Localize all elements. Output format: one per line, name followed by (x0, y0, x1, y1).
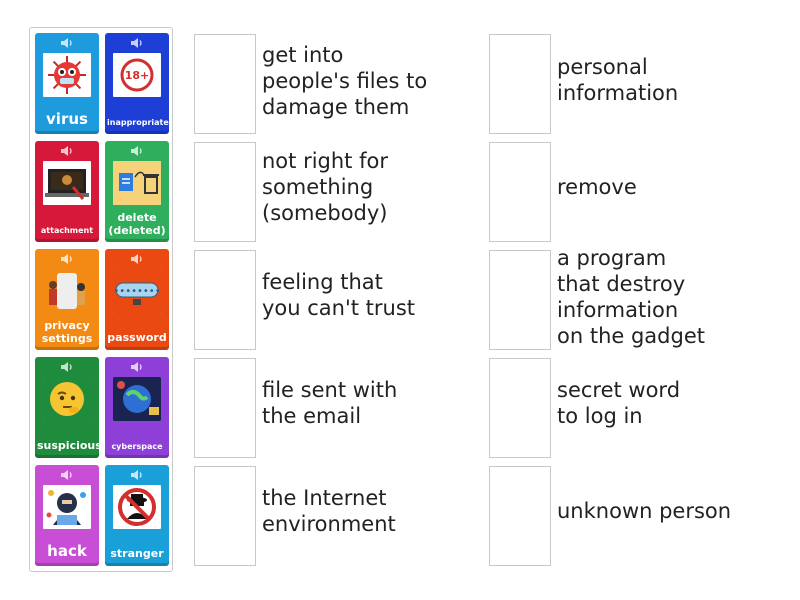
tile-cyberspace[interactable]: cyberspace (105, 357, 169, 458)
speaker-icon[interactable] (130, 145, 144, 157)
speaker-icon[interactable] (60, 37, 74, 49)
tile-label: cyberspace (111, 442, 163, 451)
speaker-icon[interactable] (130, 469, 144, 481)
speaker-icon[interactable] (130, 37, 144, 49)
tile-label: hack (47, 542, 87, 560)
tile-inappropriate[interactable]: 18+ inappropriate (105, 33, 169, 134)
drop-slot-left-5[interactable] (194, 466, 256, 566)
cyberspace-globe-icon (113, 377, 161, 421)
definition-right-3: a program that destroy information on th… (557, 246, 705, 348)
tile-privacy[interactable]: privacy settings (35, 249, 99, 350)
tile-delete[interactable]: delete (deleted) (105, 141, 169, 242)
drop-slot-right-1[interactable] (489, 34, 551, 134)
tile-label: password (107, 331, 167, 344)
virus-icon (43, 53, 91, 97)
tile-password[interactable]: •••••••• password (105, 249, 169, 350)
definition-left-3: feeling that you can't trust (262, 270, 416, 320)
definition-left-2: not right for something (somebody) (262, 149, 388, 225)
speaker-icon[interactable] (60, 253, 74, 265)
speaker-icon[interactable] (60, 469, 74, 481)
tile-virus[interactable]: virus (35, 33, 99, 134)
speaker-icon[interactable] (60, 145, 74, 157)
tile-hack[interactable]: hack (35, 465, 99, 566)
definition-right-5: unknown person (557, 499, 732, 523)
definition-left-1: get into people's files to damage them (262, 43, 428, 119)
definition-left-5: the Internet environment (262, 486, 396, 536)
drop-slot-right-3[interactable] (489, 250, 551, 350)
tile-label: suspicious (37, 439, 99, 452)
drop-slot-right-5[interactable] (489, 466, 551, 566)
attachment-laptop-icon (43, 161, 91, 205)
tile-suspicious[interactable]: suspicious (35, 357, 99, 458)
delete-file-trash-icon (113, 161, 161, 205)
tile-label: delete (deleted) (108, 211, 166, 237)
privacy-settings-icon (43, 269, 91, 313)
thinking-face-icon (43, 377, 91, 421)
speaker-icon[interactable] (130, 253, 144, 265)
speaker-icon[interactable] (130, 361, 144, 373)
drop-slot-left-1[interactable] (194, 34, 256, 134)
no-stranger-icon (113, 485, 161, 529)
definition-right-4: secret word to log in (557, 378, 681, 428)
tile-stranger[interactable]: stranger (105, 465, 169, 566)
svg-text:18+: 18+ (125, 69, 150, 82)
tile-label: attachment (40, 226, 94, 235)
definition-left-4: file sent with the email (262, 378, 398, 428)
drop-slot-left-4[interactable] (194, 358, 256, 458)
drop-slot-right-2[interactable] (489, 142, 551, 242)
tile-label: privacy settings (41, 319, 93, 345)
tile-label: stranger (110, 547, 164, 560)
drop-slot-left-3[interactable] (194, 250, 256, 350)
password-field-icon: •••••••• (113, 269, 161, 313)
tile-label: inappropriate (107, 118, 169, 127)
definition-right-1: personal information (557, 55, 679, 105)
speaker-icon[interactable] (60, 361, 74, 373)
drop-slot-left-2[interactable] (194, 142, 256, 242)
definition-right-2: remove (557, 175, 637, 199)
tile-label: virus (46, 110, 88, 128)
svg-text:••••••••: •••••••• (113, 286, 160, 297)
tile-attachment[interactable]: attachment (35, 141, 99, 242)
hacker-icon (43, 485, 91, 529)
drop-slot-right-4[interactable] (489, 358, 551, 458)
eighteen-plus-icon: 18+ (113, 53, 161, 97)
